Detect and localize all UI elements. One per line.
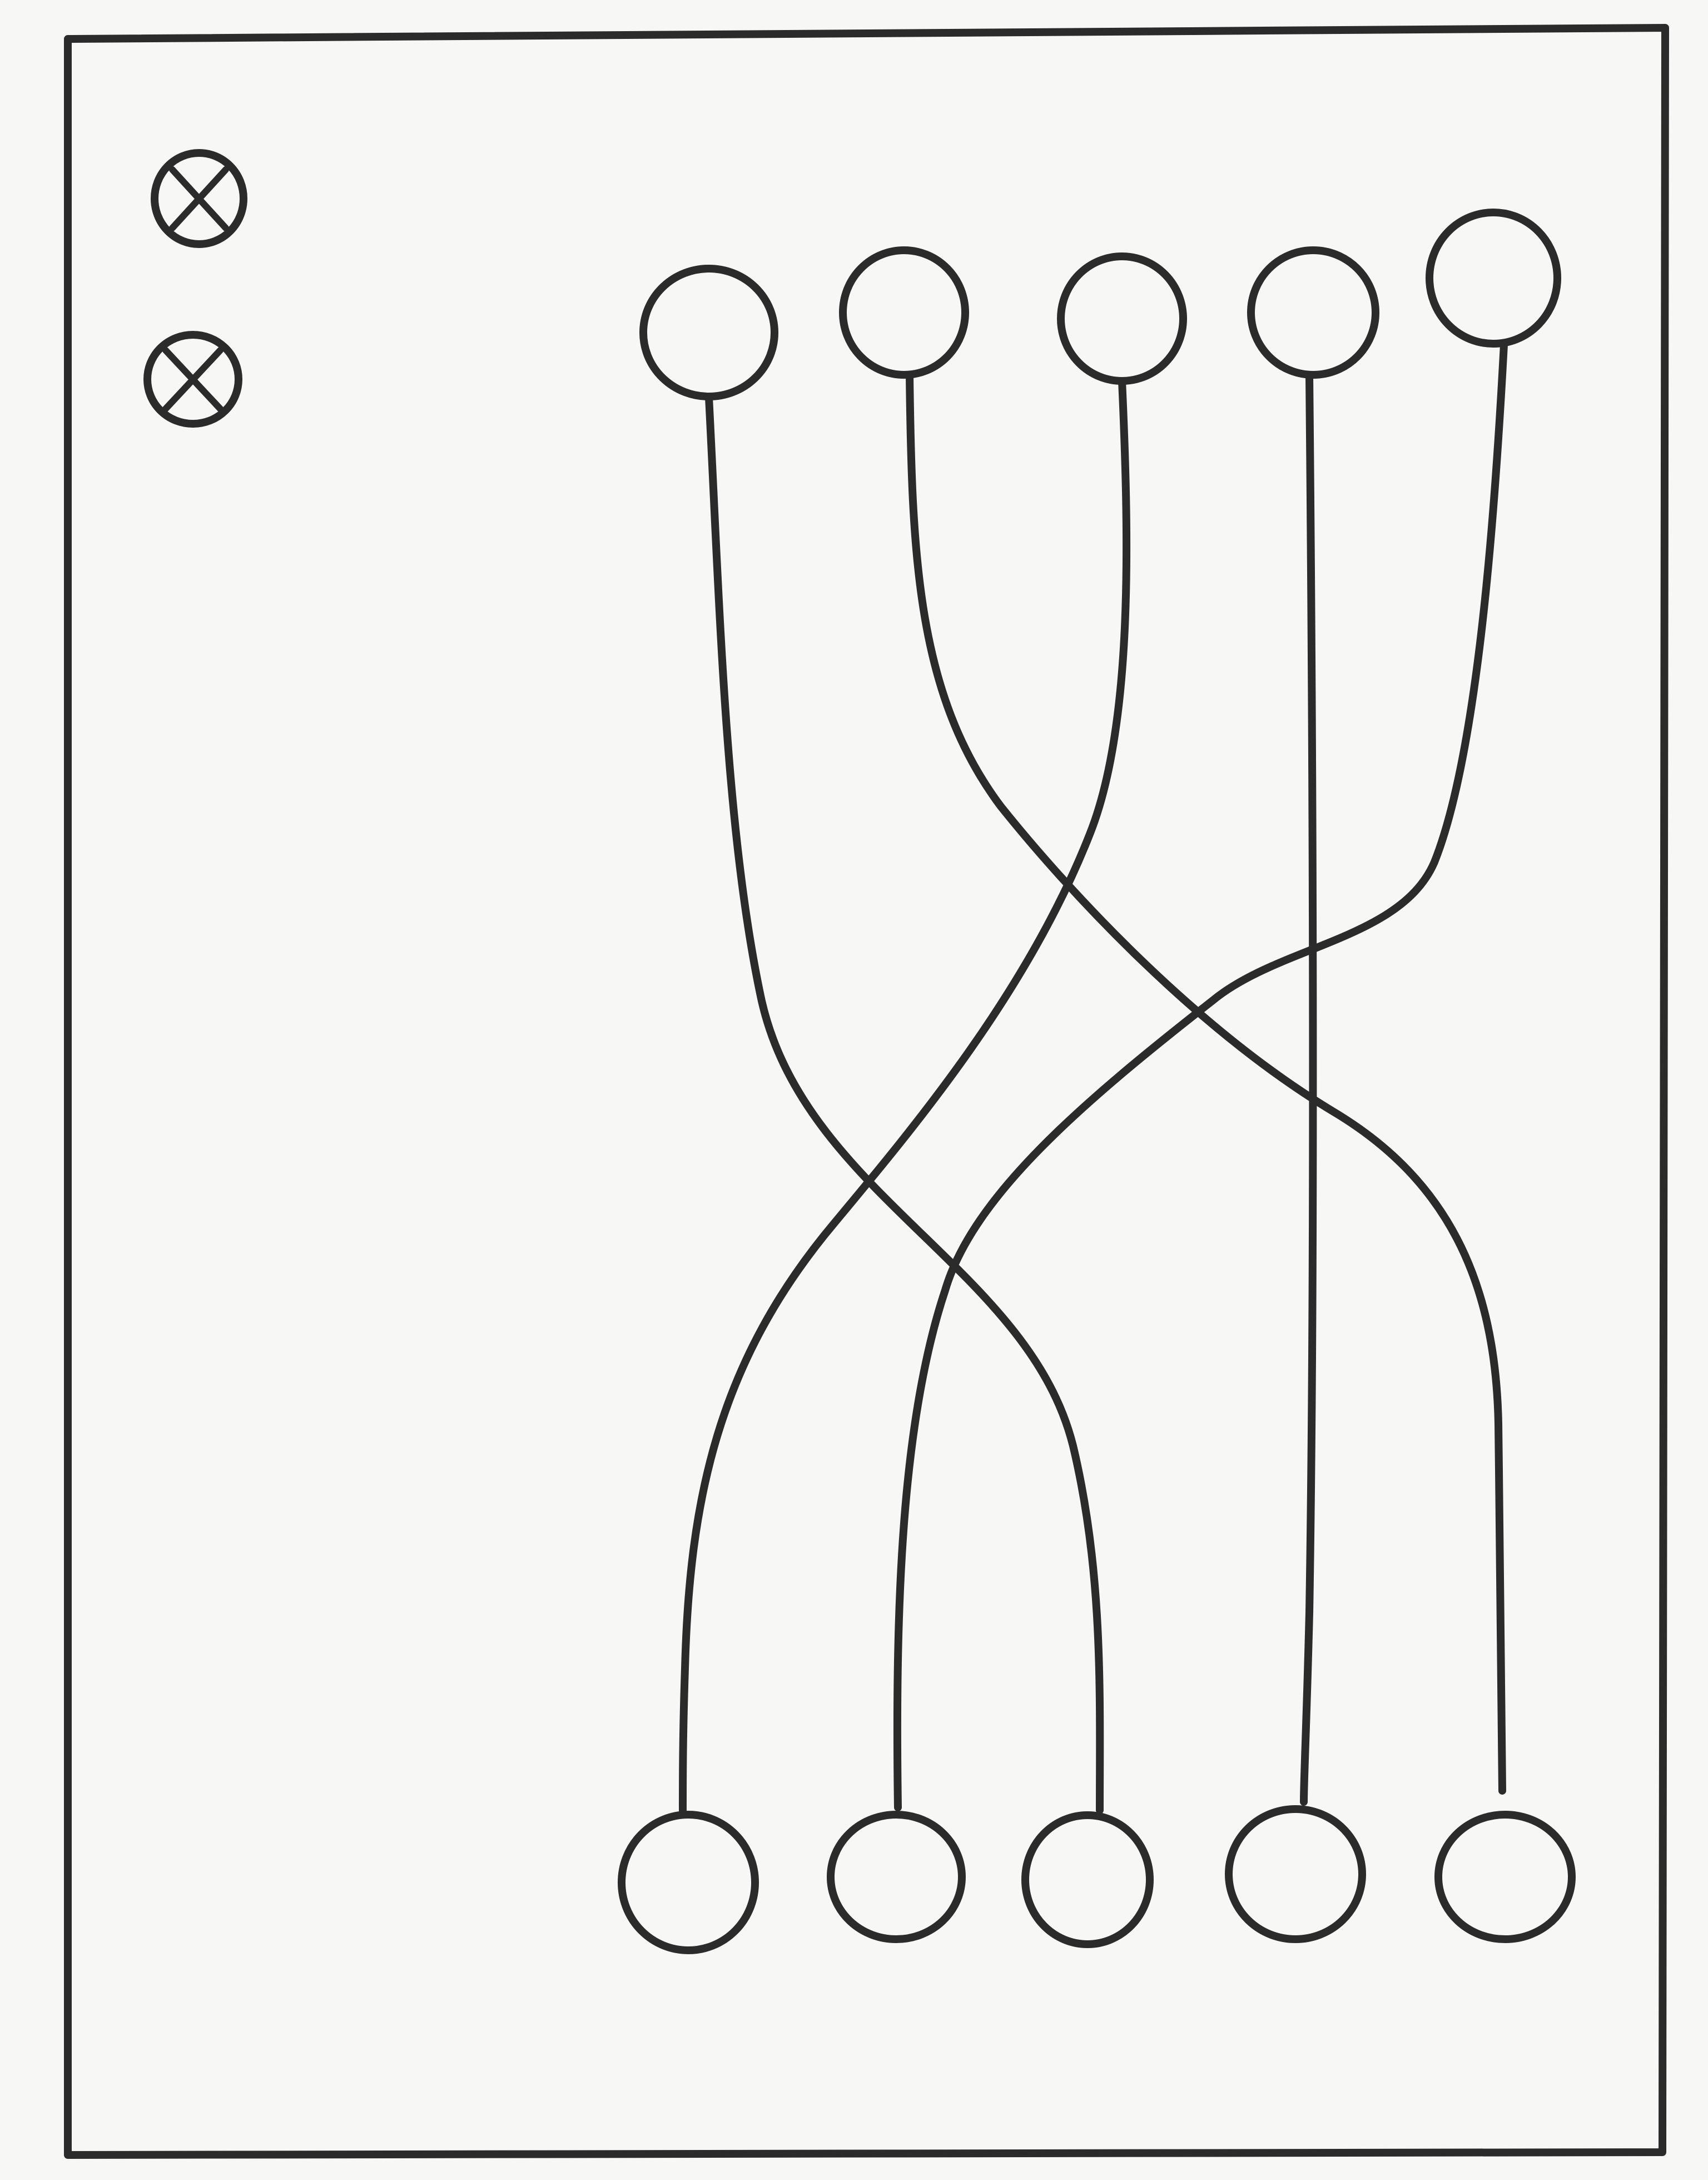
top-node-2: [839, 246, 969, 379]
bottom-node-5: [1434, 1811, 1576, 1943]
top-node-5: [1426, 209, 1561, 348]
wire-top3-bottom1: [679, 377, 1131, 1814]
wire-top5-bottom2: [893, 341, 1508, 1811]
bottom-node-1: [618, 1811, 759, 1954]
bottom-node-2: [827, 1811, 966, 1943]
bottom-node-4: [1225, 1805, 1366, 1943]
outer-frame: [64, 24, 1669, 2159]
wire-top2-bottom5: [906, 371, 1506, 1795]
bottom-node-3: [1021, 1811, 1154, 1948]
top-node-1: [639, 265, 778, 400]
top-node-3: [1057, 252, 1187, 385]
top-node-4: [1247, 246, 1379, 379]
circled-x-icon: [143, 331, 242, 428]
wire-top1-bottom3: [705, 394, 1104, 1814]
circled-x-icon: [151, 149, 247, 248]
wire-top4-bottom4: [1300, 371, 1317, 1806]
